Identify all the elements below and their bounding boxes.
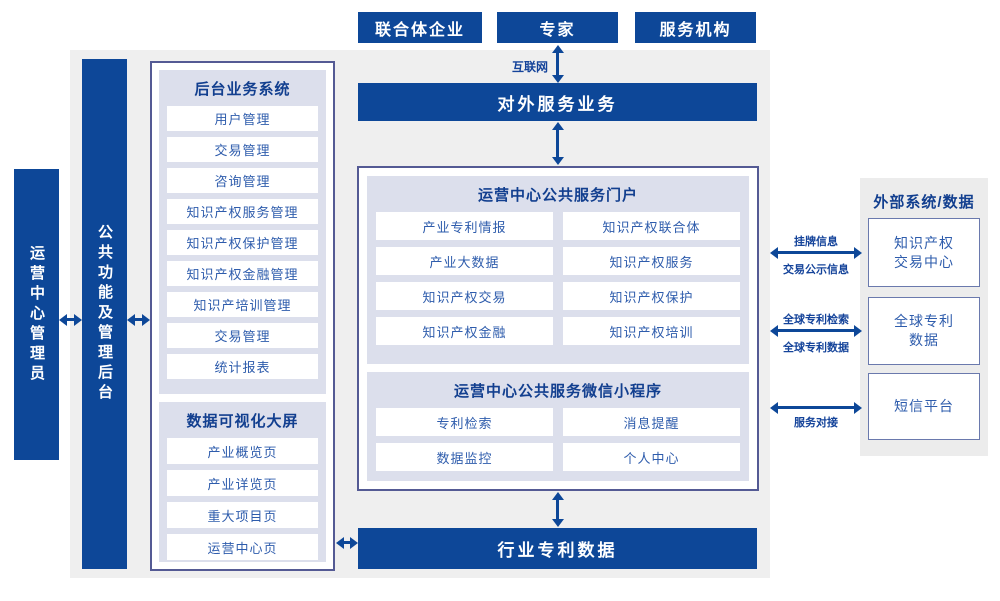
actor-label: 服务机构 (659, 21, 732, 39)
arrow-backend-column (127, 313, 150, 326)
industry-data-label: 行业专利数据 (497, 541, 618, 560)
miniprogram-item: 个人中心 (563, 443, 740, 471)
link2-bottom-label: 全球专利数据 (783, 342, 849, 354)
arrow-link2 (770, 324, 862, 337)
arrow-link3 (770, 401, 862, 414)
backend-system-title: 后台业务系统 (194, 81, 291, 98)
backend-item: 知识产培训管理 (167, 292, 318, 317)
backend-item: 统计报表 (167, 354, 318, 379)
backend-system-section: 后台业务系统 用户管理 交易管理 咨询管理 知识产权服务管理 知识产权保护管理 … (159, 70, 326, 394)
external-service-label: 对外服务业务 (497, 94, 618, 114)
backend-item: 知识产权金融管理 (167, 261, 318, 286)
backend-item: 用户管理 (167, 106, 318, 131)
miniprogram-item: 数据监控 (376, 443, 553, 471)
link1-bottom-label: 交易公示信息 (783, 264, 849, 276)
arrow-admin-backend (59, 313, 82, 326)
miniprogram-section: 运营中心公共服务微信小程序 专利检索 消息提醒 数据监控 个人中心 (367, 372, 749, 481)
actor-label: 联合体企业 (374, 21, 465, 39)
link3-bottom-label: 服务对接 (794, 417, 838, 429)
portal-item: 产业大数据 (376, 247, 553, 275)
dashboard-item: 产业概览页 (167, 438, 318, 464)
dashboard-item: 运营中心页 (167, 534, 318, 560)
external-title: 外部系统/数据 (873, 194, 975, 211)
backend-item: 交易管理 (167, 323, 318, 348)
dashboard-item: 重大项目页 (167, 502, 318, 528)
arrow-internet (551, 45, 564, 83)
arrow-bar-to-portal (551, 122, 564, 165)
center-box: 运营中心公共服务门户 产业专利情报 知识产权联合体 产业大数据 知识产权服务 知… (357, 166, 759, 491)
backend-functions-bar: 公共功能及管理后台 (82, 59, 127, 569)
miniprogram-item: 消息提醒 (563, 408, 740, 436)
portal-item: 知识产权金融 (376, 317, 553, 345)
external-service-bar: 对外服务业务 (358, 83, 757, 121)
backend-item: 交易管理 (167, 137, 318, 162)
portal-item: 知识产权服务 (563, 247, 740, 275)
actor-box-expert: 专家 (497, 12, 618, 43)
actor-box-service-org: 服务机构 (635, 12, 756, 43)
dashboard-section: 数据可视化大屏 产业概览页 产业详览页 重大项目页 运营中心页 (159, 402, 326, 562)
industry-data-bar: 行业专利数据 (358, 528, 757, 569)
dashboard-item: 产业详览页 (167, 470, 318, 496)
miniprogram-title: 运营中心公共服务微信小程序 (453, 383, 662, 400)
portal-item: 知识产权保护 (563, 282, 740, 310)
admin-label: 运营中心管理员 (28, 244, 45, 385)
link2-top-label: 全球专利检索 (783, 314, 849, 326)
backend-system-list: 用户管理 交易管理 咨询管理 知识产权服务管理 知识产权保护管理 知识产权金融管… (159, 106, 326, 379)
backend-item: 咨询管理 (167, 168, 318, 193)
backend-functions-label: 公共功能及管理后台 (96, 224, 113, 404)
backend-item: 知识产权服务管理 (167, 199, 318, 224)
portal-section: 运营中心公共服务门户 产业专利情报 知识产权联合体 产业大数据 知识产权服务 知… (367, 176, 749, 364)
external-system-ip-trade-center: 知识产权 交易中心 (868, 218, 980, 287)
portal-item: 知识产权联合体 (563, 212, 740, 240)
arrow-column-industry (336, 536, 358, 549)
miniprogram-grid: 专利检索 消息提醒 数据监控 个人中心 (367, 401, 749, 471)
backend-item: 知识产权保护管理 (167, 230, 318, 255)
portal-item: 知识产权交易 (376, 282, 553, 310)
miniprogram-item: 专利检索 (376, 408, 553, 436)
admin-box: 运营中心管理员 (14, 169, 59, 460)
actor-label: 专家 (539, 21, 576, 39)
left-column-box: 后台业务系统 用户管理 交易管理 咨询管理 知识产权服务管理 知识产权保护管理 … (150, 61, 335, 571)
link1-top-label: 挂牌信息 (794, 236, 838, 248)
external-system-global-patent-data: 全球专利 数据 (868, 297, 980, 365)
portal-item: 知识产权培训 (563, 317, 740, 345)
portal-grid: 产业专利情报 知识产权联合体 产业大数据 知识产权服务 知识产权交易 知识产权保… (367, 205, 749, 345)
dashboard-list: 产业概览页 产业详览页 重大项目页 运营中心页 (159, 438, 326, 560)
internet-label: 互联网 (511, 60, 548, 74)
arrow-center-to-industry (551, 492, 564, 527)
portal-title: 运营中心公共服务门户 (477, 187, 638, 204)
external-system-sms-platform: 短信平台 (868, 373, 980, 440)
arrow-link1 (770, 246, 862, 259)
actor-box-consortium: 联合体企业 (358, 12, 482, 43)
portal-item: 产业专利情报 (376, 212, 553, 240)
dashboard-title: 数据可视化大屏 (186, 413, 299, 430)
